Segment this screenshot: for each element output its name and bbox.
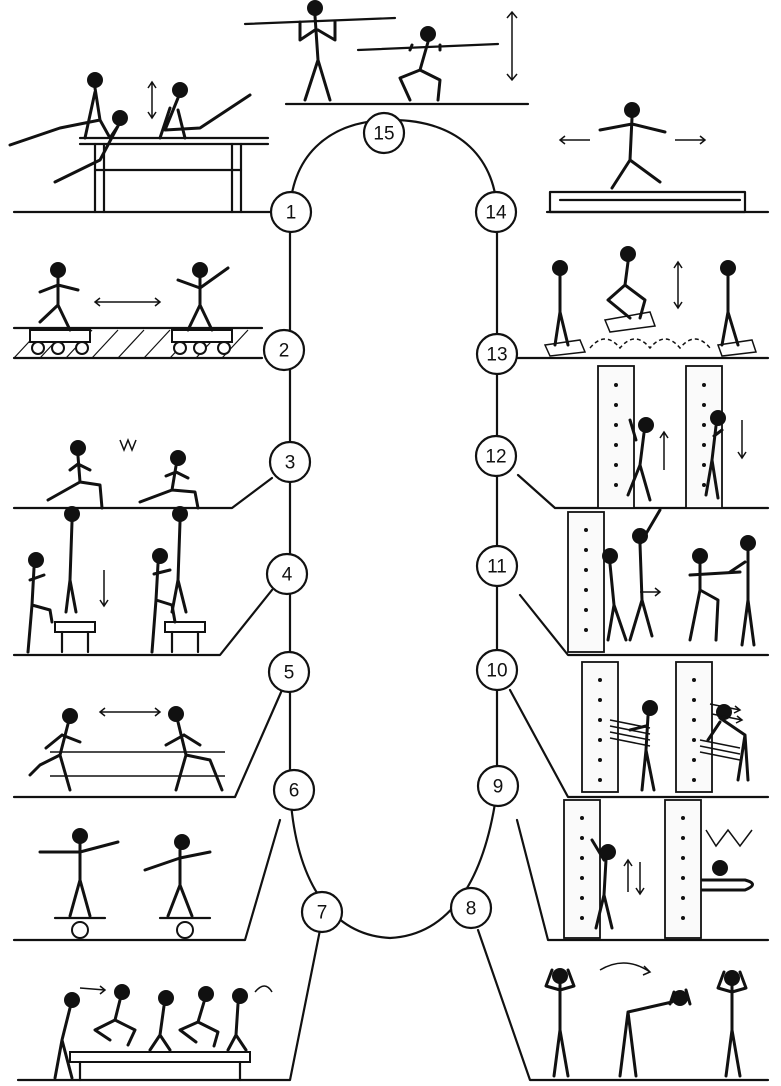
station-1-illustration — [8, 72, 270, 214]
station-marker-5: 5 — [267, 650, 311, 694]
station-6-illustration — [38, 828, 212, 939]
station-separators — [12, 102, 770, 1082]
station-marker-15: 15 — [362, 111, 406, 155]
station-7-illustration — [53, 984, 273, 1082]
station-number: 5 — [284, 663, 295, 684]
station-13-illustration — [543, 246, 758, 357]
station-number: 6 — [289, 781, 300, 802]
station-number: 7 — [317, 903, 328, 924]
station-marker-8: 8 — [449, 886, 493, 930]
station-number: 14 — [485, 203, 507, 224]
station-2-illustration — [12, 262, 264, 359]
station-number: 2 — [279, 341, 290, 362]
station-8-illustration — [544, 962, 748, 1078]
station-number: 12 — [485, 447, 506, 468]
circuit-track — [288, 118, 499, 940]
station-5-illustration — [28, 706, 225, 792]
station-marker-2: 2 — [262, 328, 306, 372]
station-10-illustration — [581, 661, 750, 793]
station-9-illustration — [563, 799, 754, 939]
station-11-illustration — [567, 508, 756, 653]
station-3-illustration — [46, 437, 200, 510]
station-markers: 1 2 3 4 5 6 7 8 — [262, 111, 520, 934]
station-number: 1 — [286, 203, 297, 224]
station-marker-13: 13 — [475, 332, 519, 376]
station-number: 13 — [486, 345, 507, 366]
station-number: 11 — [487, 557, 507, 578]
station-12-illustration — [597, 365, 747, 509]
station-4-illustration — [26, 506, 206, 654]
station-marker-12: 12 — [474, 434, 518, 478]
station-marker-9: 9 — [476, 764, 520, 808]
station-number: 15 — [373, 124, 394, 145]
station-marker-4: 4 — [265, 552, 309, 596]
station-marker-1: 1 — [269, 190, 313, 234]
station-number: 4 — [282, 565, 293, 586]
station-marker-11: 11 — [475, 544, 519, 588]
station-15-illustration — [243, 0, 518, 102]
station-number: 10 — [486, 661, 507, 682]
station-number: 8 — [466, 899, 477, 920]
station-number: 9 — [493, 777, 504, 798]
station-marker-3: 3 — [268, 440, 312, 484]
station-marker-6: 6 — [272, 768, 316, 812]
station-marker-14: 14 — [474, 190, 518, 234]
station-marker-10: 10 — [475, 648, 519, 692]
station-14-illustration — [548, 102, 747, 214]
station-marker-7: 7 — [300, 890, 344, 934]
station-number: 3 — [285, 453, 296, 474]
